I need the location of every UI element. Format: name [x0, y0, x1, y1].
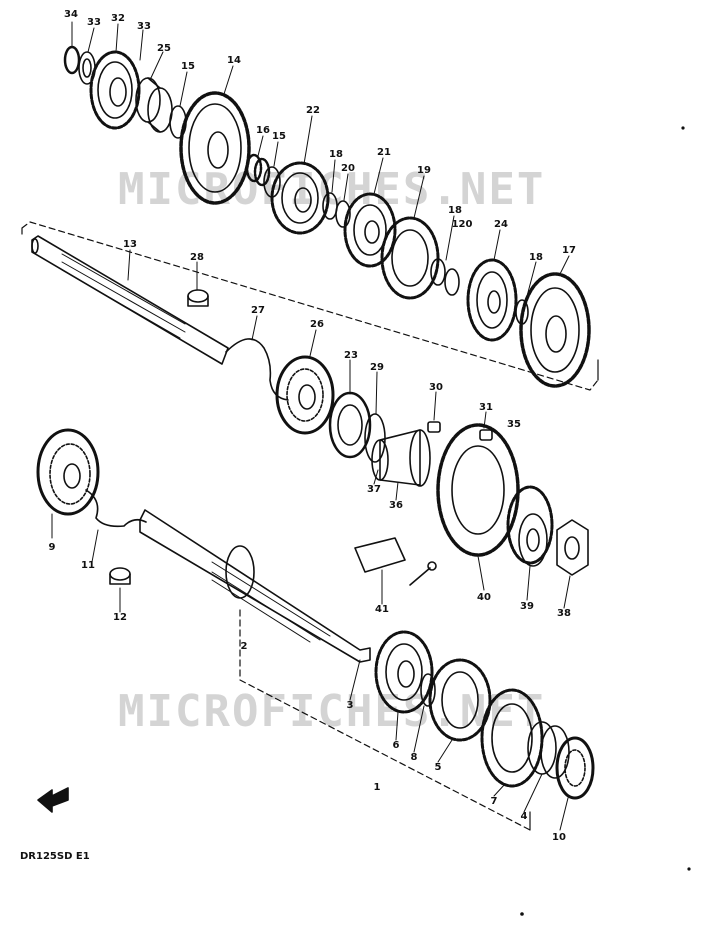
callout-40: 40: [477, 592, 491, 603]
bearing-16: [245, 153, 271, 187]
callout-12: 12: [113, 612, 127, 623]
callout-16: 16: [256, 125, 270, 136]
seal-27: [225, 338, 289, 401]
callout-24: 24: [494, 219, 508, 230]
callout-15: 15: [181, 61, 195, 72]
bushing-25: [135, 77, 173, 133]
callout-23: 23: [344, 350, 358, 361]
callout-41: 41: [375, 604, 389, 615]
specks: [520, 126, 691, 916]
washer-18-120: [430, 258, 460, 296]
gear-5: [428, 658, 492, 742]
circlip-34: [63, 45, 81, 75]
seal-23: [328, 391, 372, 459]
watermark-top: MICROFICHES.NET: [118, 164, 546, 215]
watermark-bottom: MICROFICHES.NET: [118, 686, 546, 737]
gear-24: [466, 258, 518, 342]
key-30-31: [427, 421, 493, 441]
callout-18: 18: [329, 149, 343, 160]
model-code-label: DR125SD E1: [20, 851, 90, 862]
seal-11: [85, 489, 147, 528]
callout-5: 5: [434, 762, 442, 773]
callout-33: 33: [87, 17, 101, 28]
callout-21: 21: [377, 147, 391, 158]
gear-14: [179, 91, 251, 205]
callout-27: 27: [251, 305, 265, 316]
callout-28: 28: [190, 252, 204, 263]
gear-6: [374, 630, 434, 714]
callout-18b: 18: [448, 205, 462, 216]
callout-39: 39: [520, 601, 534, 612]
callout-26: 26: [310, 319, 324, 330]
shaft-13: [31, 235, 229, 365]
collar-36-37: [371, 429, 431, 487]
gear-21: [343, 192, 397, 268]
callout-34: 34: [64, 9, 78, 20]
callout-13: 13: [123, 239, 137, 250]
shaft-2: [139, 509, 371, 663]
bearing-9: [36, 428, 100, 516]
callout-20: 20: [341, 163, 355, 174]
bushing-4: [527, 721, 570, 779]
callout-15b: 15: [272, 131, 286, 142]
pin-28: [187, 289, 209, 307]
callout-36: 36: [389, 500, 403, 511]
callout-4: 4: [520, 811, 528, 822]
bolt-41: [354, 537, 437, 586]
callout-3: 3: [346, 700, 354, 711]
washer-18-20: [322, 192, 351, 228]
callout-11: 11: [81, 560, 95, 571]
callout-1: 1: [373, 782, 381, 793]
callout-2: 2: [240, 641, 248, 652]
callout-38: 38: [557, 608, 571, 619]
pin-12: [109, 567, 131, 585]
callout-7: 7: [490, 796, 498, 807]
sprocket-40: [436, 423, 554, 565]
bracket-lower: [239, 609, 531, 831]
callout-37: 37: [367, 484, 381, 495]
nut-38: [556, 519, 589, 576]
bearing-26: [275, 355, 335, 435]
callout-8: 8: [410, 752, 418, 763]
callout-10: 10: [552, 832, 566, 843]
callout-25: 25: [157, 43, 171, 54]
front-arrow-icon: [37, 787, 69, 813]
callout-17: 17: [562, 245, 576, 256]
gear-22: [270, 161, 330, 235]
gear-7: [480, 688, 544, 788]
callout-29: 29: [370, 362, 384, 373]
callout-35: 35: [507, 419, 521, 430]
washer-8: [420, 673, 436, 707]
washer-39: [518, 513, 548, 567]
callout-30: 30: [429, 382, 443, 393]
gear-19: [380, 216, 440, 300]
leader-lines: [51, 21, 571, 831]
callout-6: 6: [392, 740, 400, 751]
callout-33b: 33: [137, 21, 151, 32]
callout-32: 32: [111, 13, 125, 24]
bracket-upper: [21, 221, 599, 391]
callout-120: 120: [451, 219, 473, 230]
callout-31: 31: [479, 402, 493, 413]
callout-19: 19: [417, 165, 431, 176]
gear-17: [519, 272, 591, 388]
gear-32: [89, 50, 141, 130]
callout-9: 9: [48, 542, 56, 553]
callout-18c: 18: [529, 252, 543, 263]
callout-14: 14: [227, 55, 241, 66]
callout-22: 22: [306, 105, 320, 116]
bearing-10: [555, 736, 595, 800]
